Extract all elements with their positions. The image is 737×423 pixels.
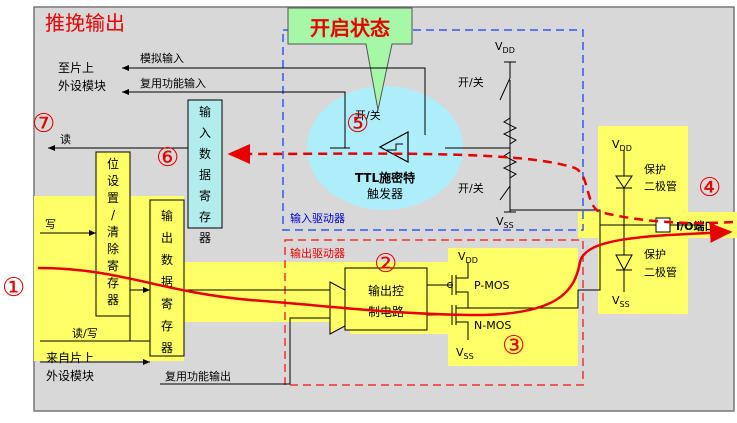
step-markers: ① ② ③ ④ ⑤ ⑥ ⑦ [2, 109, 721, 361]
vss-input-v: V [496, 215, 504, 228]
vdd-pmos-v: V [458, 250, 466, 263]
vdd-pmos-sub: DD [466, 256, 478, 265]
write-label: 写 [45, 218, 56, 231]
read-label: 读 [60, 132, 71, 146]
from-onchip-label-2: 外设模块 [46, 369, 94, 383]
ttl-label-1: TTL施密特 [355, 170, 415, 185]
input-signal-path [227, 143, 734, 225]
pullup-switch-label: 开/关 [458, 75, 484, 89]
vss-input-sub: SS [504, 221, 514, 230]
vss-nmos-v: V [456, 346, 464, 359]
output-control-circuit [344, 267, 428, 331]
to-onchip-label-1: 至片上 [58, 61, 94, 75]
vdd-top-v: V [495, 40, 503, 53]
vss-diode-v: V [612, 294, 620, 307]
bit-set-reset-register-text: 位设置/清除寄存器 [107, 156, 119, 307]
output-data-register [149, 199, 185, 357]
vdd-diode-v: V [612, 138, 620, 151]
output-ctrl-label-1: 输出控 [368, 283, 404, 298]
callout-open-state: 开启状态 [287, 7, 413, 111]
from-onchip-label-1: 来自片上 [46, 351, 94, 365]
bit-set-reset-register [95, 151, 131, 317]
vdd-top-label: VDD [495, 40, 515, 55]
pulldown-switch-label: 开/关 [458, 181, 484, 195]
alt-func-input-label: 复用功能输入 [140, 76, 206, 90]
vdd-diode-sub: DD [620, 144, 632, 153]
marker-1: ① [2, 273, 25, 303]
input-driver-box [282, 29, 584, 231]
marker-6: ⑥ [156, 143, 179, 173]
input-signal-lines [48, 65, 601, 291]
ttl-switch-label: 开/关 [355, 108, 381, 122]
vss-input-label: VSS [496, 215, 514, 230]
output-data-register-text: 输出数据寄存器 [161, 208, 173, 355]
page-title: 推挽输出 [45, 11, 125, 35]
diode-top-label-1: 保护 [644, 162, 666, 176]
vss-nmos-label: VSS [456, 346, 474, 361]
output-driver-box [284, 239, 584, 386]
marker-3: ③ [502, 331, 525, 361]
marker-5: ⑤ [346, 109, 369, 139]
output-driver-label: 输出驱动器 [290, 246, 345, 260]
diode-bottom-label-2: 二极管 [644, 265, 677, 279]
vdd-diode-label: VDD [612, 138, 632, 153]
marker-4: ④ [698, 173, 721, 203]
diode-bottom-label-1: 保护 [644, 247, 666, 261]
analog-input-label: 模拟输入 [140, 51, 184, 65]
read-write-label: 读/写 [72, 326, 98, 340]
alt-func-output-label: 复用功能输出 [165, 369, 231, 383]
input-data-register-text: 输入数据寄存器 [199, 104, 211, 245]
nmos-label: N-MOS [474, 319, 511, 332]
marker-2: ② [374, 249, 397, 279]
callout-text: 开启状态 [310, 16, 390, 40]
vss-diode-sub: SS [620, 300, 630, 309]
ttl-label-2: 触发器 [367, 186, 403, 201]
input-driver-label: 输入驱动器 [290, 211, 345, 225]
vdd-pmos-label: VDD [458, 250, 478, 265]
to-onchip-label-2: 外设模块 [58, 79, 106, 93]
vss-diode-label: VSS [612, 294, 630, 309]
pull-resistors [499, 61, 518, 213]
output-signal-path [37, 222, 733, 317]
io-pin-label: I/O端口 [676, 219, 715, 233]
vertical-labels: 输入数据寄存器 位设置/清除寄存器 输出数据寄存器 [107, 104, 211, 355]
input-data-register [187, 99, 223, 229]
diode-top-label-2: 二极管 [644, 179, 677, 193]
pmos-label: P-MOS [474, 279, 510, 292]
marker-7: ⑦ [32, 109, 55, 139]
ttl-bubble [307, 86, 463, 210]
vdd-top-sub: DD [503, 46, 515, 55]
register-signal-lines [40, 230, 330, 385]
vss-nmos-sub: SS [464, 352, 474, 361]
